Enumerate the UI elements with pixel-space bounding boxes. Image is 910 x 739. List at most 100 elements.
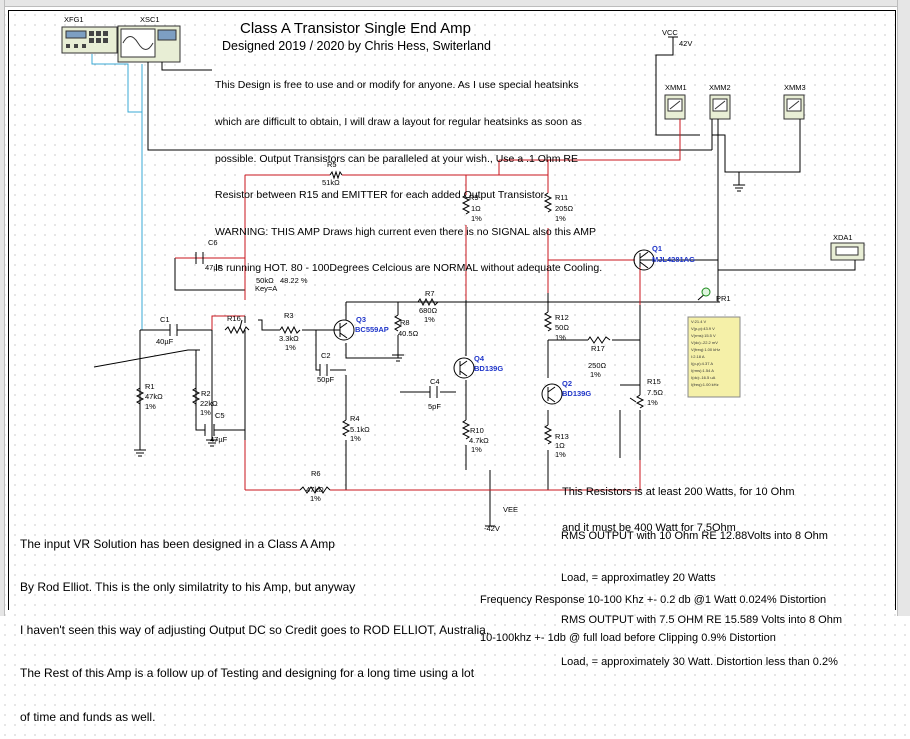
r17-value: 250Ω [588, 361, 607, 370]
vcc-symbol [668, 36, 678, 43]
c6-value: 47µF [205, 263, 223, 272]
r16-name: R16 [227, 314, 241, 323]
note-line: Frequency Response 10-100 Khz +- 0.2 db … [480, 594, 827, 606]
probe-line: V(p-p):43.9 V [691, 326, 715, 331]
note-line: which are difficult to obtain, I will dr… [215, 116, 582, 129]
schematic-title: Class A Transistor Single End Amp [240, 20, 471, 37]
vee-name: VEE [503, 505, 518, 514]
potentiometer-r16 [224, 316, 250, 335]
r9-value: 1Ω [471, 204, 481, 213]
r9-name: R9 [469, 193, 479, 202]
c4-value: 5pF [428, 402, 441, 411]
c4-name: C4 [430, 377, 440, 386]
transistor-q3 [333, 319, 355, 341]
resistor-r1 [135, 387, 145, 405]
r3-name: R3 [284, 311, 294, 320]
c5-name: C5 [215, 411, 225, 420]
window-right-scroll-edge[interactable] [897, 0, 910, 616]
r9-tol: 1% [471, 214, 482, 223]
note-line: of time and funds as well. [20, 709, 156, 724]
note-line: Is running HOT. 80 - 100Degrees Celcious… [215, 262, 603, 275]
note-line: This Resistors is at least 200 Watts, fo… [562, 486, 795, 498]
note-line: 10-100khz +- 1db @ full load before Clip… [480, 631, 776, 644]
probe-line: I(dc):-16.5 uA [691, 375, 716, 380]
xmm3-label: XMM3 [784, 83, 806, 92]
note-line: WARNING: THIS AMP Draws high current eve… [215, 225, 597, 238]
distortion-analyzer[interactable] [830, 242, 865, 261]
schematic-canvas[interactable]: XFG1 XSC1 VCC 42V XMM1 XMM2 XMM3 XDA1 PR… [0, 0, 910, 616]
r10-name: R10 [470, 426, 484, 435]
note-line: The input VR Solution has been designed … [20, 536, 335, 551]
vee-symbol [485, 522, 495, 527]
r11-tol: 1% [555, 214, 566, 223]
r13-name: R13 [555, 432, 569, 441]
vcc-name: VCC [662, 28, 678, 37]
probe-line: V(dc):-22.2 mV [691, 340, 718, 345]
q4-value: BD139G [474, 364, 503, 373]
probe-line: V(rms):15.5 V [691, 333, 716, 338]
resistor-r6 [299, 486, 331, 494]
pr-label: PR1 [716, 294, 731, 303]
multimeter-3[interactable] [783, 94, 805, 120]
q3-name: Q3 [356, 315, 366, 324]
note-line: Load, = approximatley 20 Watts [561, 572, 716, 584]
ground-symbol [733, 172, 745, 192]
r2-name: R2 [201, 389, 211, 398]
r13-tol: 1% [555, 450, 566, 459]
r16-value: 50kΩ [256, 276, 274, 285]
r15-value: 7.5Ω [647, 388, 663, 397]
vr-credit-note: The input VR Solution has been designed … [20, 508, 489, 739]
transistor-q1 [633, 249, 655, 271]
sheet-border-left [8, 10, 9, 610]
q2-name: Q2 [562, 379, 572, 388]
resistor-r7 [417, 297, 439, 307]
function-generator[interactable] [61, 26, 118, 54]
xmm1-label: XMM1 [665, 83, 687, 92]
probe-line: I(freq):1.00 kHz [691, 382, 719, 387]
note-line: Load, = approximately 30 Watt. Distortio… [561, 656, 838, 668]
r6-name: R6 [311, 469, 321, 478]
c2-value: 50pF [317, 375, 335, 384]
r7-name: R7 [425, 289, 435, 298]
capacitor-c6 [195, 252, 204, 264]
transistor-q4 [453, 357, 475, 379]
c6-name: C6 [208, 238, 218, 247]
r17-tol: 1% [590, 370, 601, 379]
q2-value: BD139G [562, 389, 591, 398]
r1-tol: 1% [145, 402, 156, 411]
q1-value: MJL4281AG [652, 255, 695, 264]
sheet-border-top [8, 10, 896, 11]
frequency-response-note: Frequency Response 10-100 Khz +- 0.2 db … [480, 569, 826, 657]
generator-wire [91, 54, 143, 330]
c1-value: 40µF [156, 337, 174, 346]
r7-tol: 1% [424, 315, 435, 324]
r15-tol: 1% [647, 398, 658, 407]
note-line: RMS OUTPUT with 10 Ohm RE 12.88Volts int… [561, 530, 828, 542]
r5-name: R5 [327, 160, 337, 169]
note-line: The Rest of this Amp is a follow up of T… [20, 666, 475, 681]
multimeter-1[interactable] [664, 94, 686, 120]
resistor-r13 [543, 424, 553, 445]
r17-name: R17 [591, 344, 605, 353]
xda-label: XDA1 [833, 233, 853, 242]
multimeter-2[interactable] [709, 94, 731, 120]
r4-tol: 1% [350, 434, 361, 443]
c2-name: C2 [321, 351, 331, 360]
oscilloscope[interactable] [117, 25, 181, 63]
r4-name: R4 [350, 414, 360, 423]
resistor-r15 [629, 394, 645, 409]
design-notes: This Design is free to use and or modify… [215, 55, 602, 287]
xsc-label: XSC1 [140, 15, 160, 24]
r3-value: 3.3kΩ [279, 334, 299, 343]
sheet-border-right [895, 10, 896, 610]
scope-channel-wire [161, 62, 212, 71]
resistor-r2 [191, 387, 201, 405]
probe-line: I:2.18 A [691, 354, 705, 359]
vee-value: -42V [484, 524, 500, 533]
capacitor-c4 [429, 386, 438, 398]
resistor-r11 [543, 192, 553, 213]
r6-value: 47kΩ [306, 485, 324, 494]
r1-name: R1 [145, 382, 155, 391]
output-probe[interactable] [687, 287, 741, 398]
probe-line: I(rms):1.54 A [691, 368, 714, 373]
